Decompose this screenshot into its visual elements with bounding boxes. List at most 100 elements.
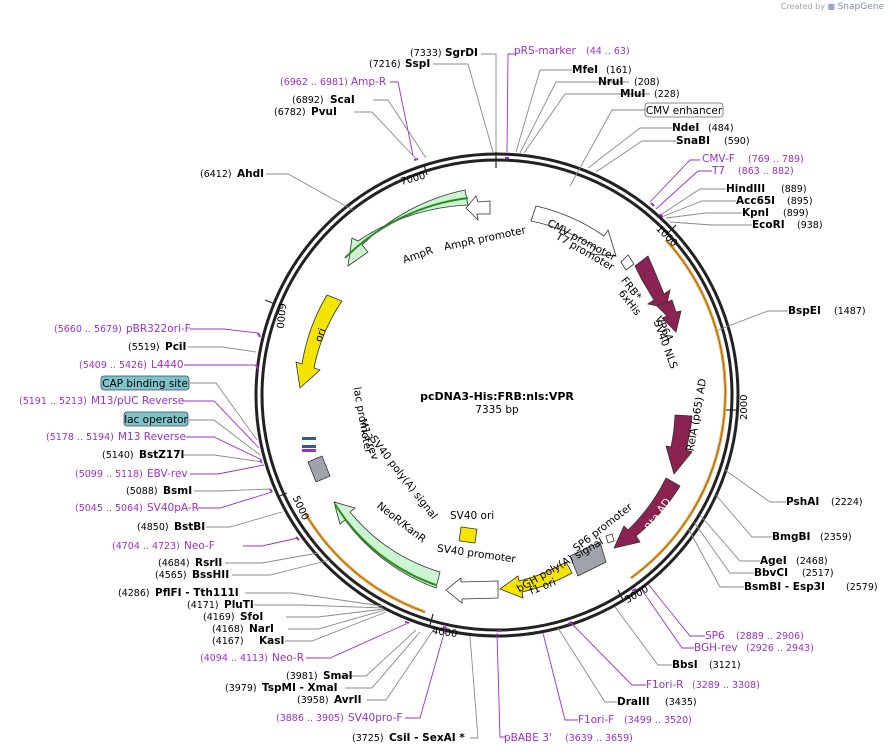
lac-operator-label: lac operator bbox=[124, 414, 188, 426]
site-bbsi-pos: (3121) bbox=[709, 660, 741, 671]
primer-ebv-rev: EBV-rev bbox=[147, 468, 188, 480]
site-pflfi: PflFI - Tth111I bbox=[155, 587, 239, 599]
tick-5000: 5000 bbox=[290, 494, 311, 522]
primer-bgh-rev: BGH-rev bbox=[694, 642, 738, 654]
site-kpni: KpnI bbox=[742, 207, 769, 219]
primer-cmv-f-range: (769 .. 789) bbox=[748, 154, 804, 165]
bgh-polya-box bbox=[569, 541, 607, 577]
site-ahdi: AhdI bbox=[237, 168, 264, 180]
primer-labels[interactable]: pRS-marker (44 .. 63) (6962 .. 6981) Amp… bbox=[19, 45, 814, 744]
feature-sv40-promoter: SV40 promoter bbox=[436, 543, 517, 566]
site-pcii: PciI bbox=[165, 341, 186, 353]
primer-l4440-range: (5409 .. 5426) bbox=[79, 360, 147, 371]
boxed-feature-labels[interactable]: CMV enhancer CAP binding site lac operat… bbox=[100, 102, 724, 427]
site-smai-pos: (3981) bbox=[286, 671, 318, 682]
site-agei-pos: (2468) bbox=[796, 556, 828, 567]
site-bstz17i-pos: (5140) bbox=[102, 450, 134, 461]
site-bbvci-pos: (2517) bbox=[802, 568, 834, 579]
site-kpni-pos: (899) bbox=[783, 208, 809, 219]
site-bsmi: BsmI bbox=[163, 485, 192, 497]
site-csii-pos: (3725) bbox=[352, 733, 384, 744]
primer-sp6: SP6 bbox=[705, 630, 725, 642]
site-bbvci: BbvCI bbox=[754, 567, 788, 579]
primer-bgh-rev-range: (2926 .. 2943) bbox=[746, 643, 814, 654]
feature-ori: ori bbox=[313, 327, 329, 344]
primer-f1ori-r-range: (3289 .. 3308) bbox=[692, 680, 760, 691]
site-sspi-pos: (7216) bbox=[369, 59, 401, 70]
site-tspmi: TspMI - XmaI bbox=[262, 682, 338, 694]
vp64-arrow bbox=[656, 299, 682, 333]
plasmid-length: 7335 bp bbox=[475, 404, 519, 416]
primer-neo-r-range: (4094 .. 4113) bbox=[200, 653, 268, 664]
snapgene-brand: Created by ■ SnapGene bbox=[781, 2, 884, 12]
site-bmgbi: BmgBI bbox=[772, 531, 810, 543]
site-mlui-pos: (228) bbox=[654, 89, 680, 100]
sp6-promoter-arrow bbox=[605, 533, 615, 544]
site-bbsi: BbsI bbox=[672, 659, 698, 671]
site-sgrdi-pos: (7333) bbox=[410, 48, 442, 59]
t7-promoter-arrow bbox=[620, 254, 635, 271]
leader-lines bbox=[182, 53, 788, 739]
primer-neo-r: Neo-R bbox=[272, 652, 304, 664]
cap-binding-site-label: CAP binding site bbox=[102, 378, 188, 390]
primer-pbr322ori-f-range: (5660 .. 5679) bbox=[54, 324, 122, 335]
plasmid-name: pcDNA3-His:FRB:nls:VPR bbox=[420, 390, 574, 403]
rela-arrow bbox=[665, 414, 693, 475]
scale-ticks bbox=[264, 152, 736, 626]
primer-sv40pa-r: SV40pA-R bbox=[147, 502, 199, 514]
site-pshai-pos: (2224) bbox=[831, 497, 863, 508]
cmv-enhancer-label: CMV enhancer bbox=[646, 105, 723, 117]
primer-l4440: L4440 bbox=[151, 359, 184, 371]
site-mlui: MluI bbox=[620, 88, 645, 100]
site-ecori-pos: (938) bbox=[797, 220, 823, 231]
site-rsrii: RsrII bbox=[195, 557, 222, 569]
site-kasi: KasI bbox=[259, 635, 284, 647]
tick-1000: 1000 bbox=[653, 224, 679, 250]
primer-ebv-rev-range: (5099 .. 5118) bbox=[75, 469, 143, 480]
site-pluti: PluTI bbox=[224, 599, 254, 611]
site-pflfi-pos: (4286) bbox=[118, 588, 150, 599]
rta-arrow bbox=[613, 477, 681, 549]
primer-t7: T7 bbox=[711, 165, 725, 177]
site-snabi-pos: (590) bbox=[724, 136, 750, 147]
site-sspi: SspI bbox=[405, 58, 430, 70]
site-bspei: BspEI bbox=[788, 305, 821, 317]
primer-m13puc-range: (5191 .. 5213) bbox=[19, 396, 87, 407]
tick-2000: 2000 bbox=[739, 395, 750, 420]
site-scai: ScaI bbox=[330, 94, 355, 106]
site-avrii-pos: (3958) bbox=[297, 695, 329, 706]
feature-rela: RelA (p65) AD bbox=[685, 378, 710, 453]
site-tspmi-pos: (3979) bbox=[225, 683, 257, 694]
tick-3000: 3000 bbox=[623, 584, 651, 606]
site-kasi-pos: (4167) bbox=[212, 636, 244, 647]
orf-lines bbox=[303, 238, 727, 614]
site-pluti-pos: (4171) bbox=[187, 600, 219, 611]
sv40-promoter-arrow bbox=[445, 577, 499, 604]
site-bstbi: BstBI bbox=[174, 521, 205, 533]
site-acc65i-pos: (895) bbox=[787, 196, 813, 207]
site-bsshii: BssHII bbox=[192, 569, 229, 581]
site-bsmbi: BsmBI - Esp3I bbox=[744, 581, 825, 593]
primer-pbr322ori-f: pBR322ori-F bbox=[126, 323, 191, 335]
enzyme-labels[interactable]: (7333) SgrDI (7216) SspI (6892) ScaI (67… bbox=[102, 47, 878, 744]
site-pshai: PshAI bbox=[786, 496, 819, 508]
site-bstz17i: BstZ17I bbox=[139, 449, 184, 461]
primer-pbabe3: pBABE 3' bbox=[504, 732, 552, 744]
primer-f1ori-f-range: (3499 .. 3520) bbox=[624, 715, 692, 726]
site-ecori: EcoRI bbox=[752, 219, 785, 231]
frb-arrow bbox=[634, 255, 671, 309]
map-title: pcDNA3-His:FRB:nls:VPR 7335 bp bbox=[420, 390, 574, 416]
site-rsrii-pos: (4684) bbox=[158, 558, 190, 569]
site-scai-pos: (6892) bbox=[292, 95, 324, 106]
site-hindiii-pos: (889) bbox=[781, 184, 807, 195]
site-draiii-pos: (3435) bbox=[665, 697, 697, 708]
primer-sv40pro-f: SV40pro-F bbox=[348, 712, 402, 724]
site-snabi: SnaBI bbox=[676, 135, 710, 147]
feature-lac-promoter: lac promoter bbox=[351, 386, 375, 455]
feature-arrows[interactable] bbox=[295, 189, 693, 604]
neor-arrow bbox=[333, 501, 441, 589]
primer-pbabe3-range: (3639 .. 3659) bbox=[565, 733, 633, 744]
site-mfei: MfeI bbox=[572, 64, 598, 76]
tick-6000: 6000 bbox=[274, 303, 287, 329]
